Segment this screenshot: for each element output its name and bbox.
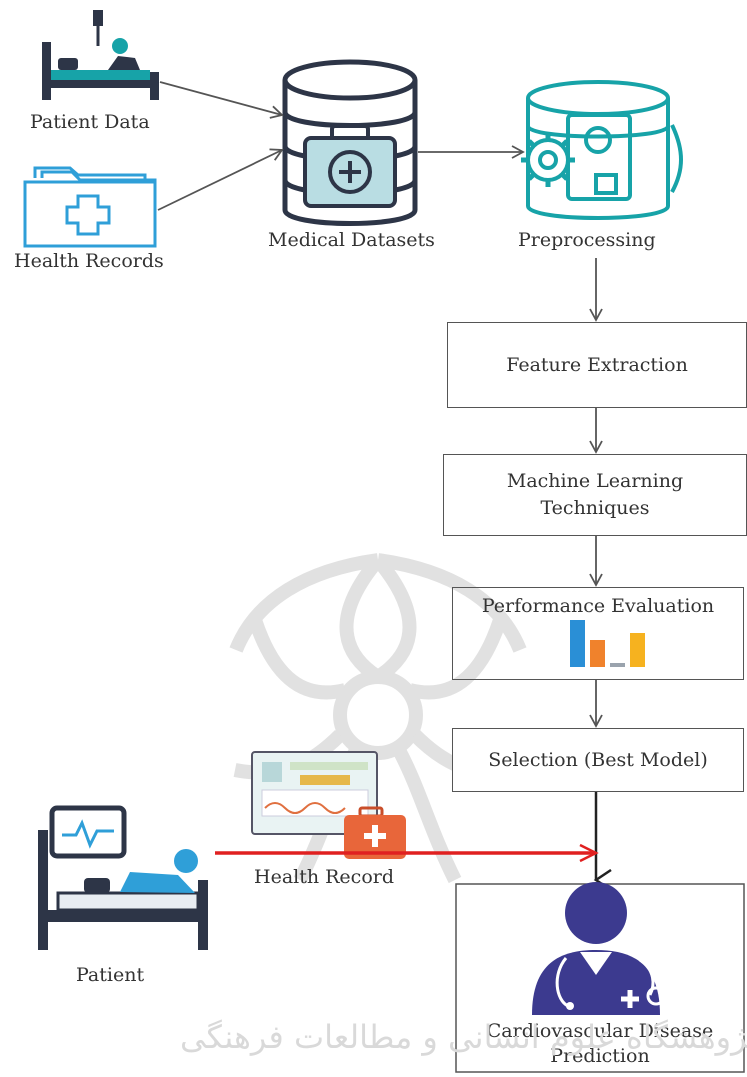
health-record-label: Health Record	[254, 866, 395, 888]
health-records-label: Health Records	[14, 250, 164, 272]
performance-evaluation-box: Performance Evaluation	[452, 587, 744, 680]
preprocessing-label: Preprocessing	[518, 229, 656, 251]
feature-extraction-box: Feature Extraction	[447, 322, 747, 408]
selection-box: Selection (Best Model)	[452, 728, 744, 792]
bar-gray	[610, 663, 625, 667]
preprocessing-gears-icon	[521, 80, 683, 220]
prediction-label-block: Cardiovascular Disease Prediction	[457, 1018, 743, 1070]
ml-techniques-line1: Machine Learning	[506, 470, 684, 493]
medkit-icon	[344, 806, 406, 859]
patient-data-label: Patient Data	[30, 111, 150, 133]
medical-datasets-database-icon	[282, 59, 418, 226]
performance-bar-chart	[570, 620, 645, 667]
selection-label: Selection (Best Model)	[488, 748, 708, 771]
arrow-records-to-datasets	[157, 148, 284, 211]
health-records-folder-icon	[23, 166, 157, 248]
arrow-patient-to-datasets	[159, 81, 284, 119]
patient-bed-iv-icon	[42, 10, 159, 100]
bar-blue	[570, 620, 585, 667]
ml-techniques-line2: Techniques	[540, 497, 650, 519]
medical-datasets-label: Medical Datasets	[268, 229, 435, 251]
patient-monitor-bed-icon	[38, 805, 208, 950]
health-record-monitor-icon	[251, 751, 378, 835]
bar-yellow	[630, 633, 645, 667]
prediction-label-line1: Cardiovascular Disease	[486, 1020, 714, 1043]
feature-extraction-label: Feature Extraction	[506, 353, 688, 376]
patient-label: Patient	[76, 964, 145, 986]
prediction-label-line2: Prediction	[550, 1045, 650, 1067]
performance-evaluation-label: Performance Evaluation	[481, 595, 715, 617]
bar-orange	[590, 640, 605, 667]
ml-techniques-box: Machine Learning Techniques	[443, 454, 747, 536]
doctor-icon	[532, 882, 666, 1015]
watermark-text: پژوهشگاه علوم انسانی و مطالعات فرهنگی	[180, 1018, 747, 1056]
